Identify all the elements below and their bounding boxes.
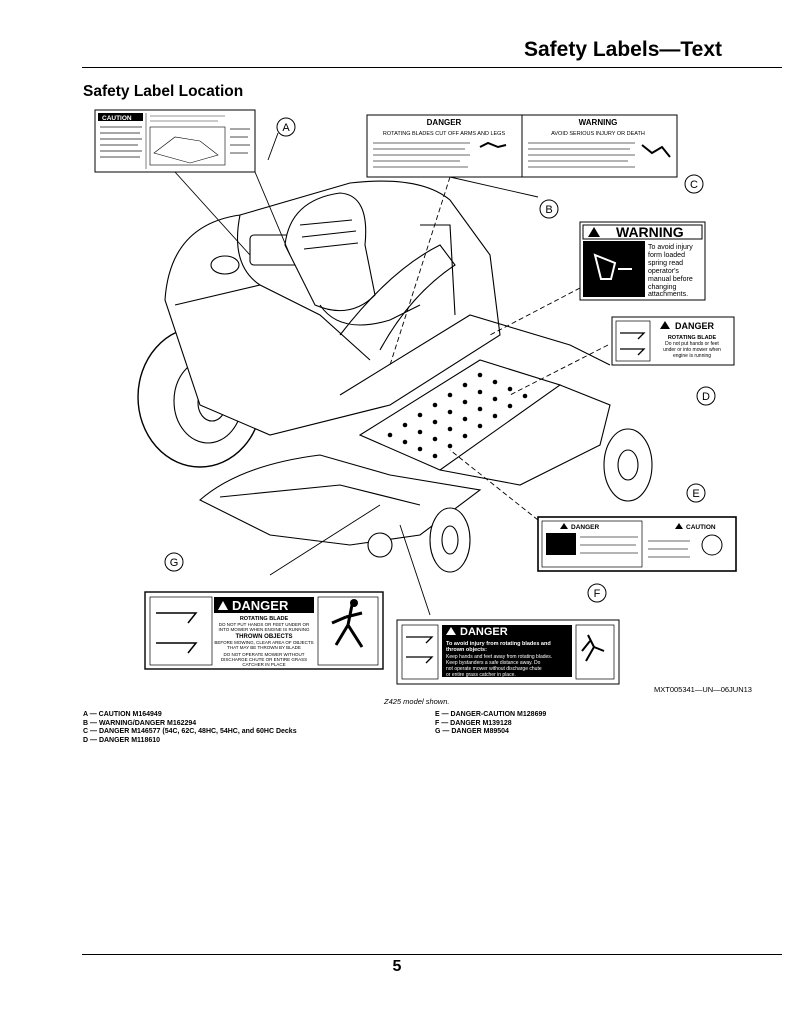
svg-text:thrown objects:: thrown objects: — [446, 647, 487, 653]
svg-text:AVOID SERIOUS INJURY OR DEATH: AVOID SERIOUS INJURY OR DEATH — [551, 131, 645, 137]
svg-text:Do not put hands or feet: Do not put hands or feet — [665, 341, 719, 347]
callout-f: F — [587, 583, 607, 603]
svg-text:changing: changing — [648, 284, 677, 291]
svg-text:F: F — [594, 588, 601, 600]
svg-text:DANGER: DANGER — [460, 626, 508, 638]
svg-text:DANGER: DANGER — [427, 118, 462, 127]
label-g-danger: DANGER ROTATING BLADE DO NOT PUT HANDS O… — [144, 591, 384, 670]
svg-text:under or into mower when: under or into mower when — [663, 347, 721, 353]
mower-illustration — [137, 180, 653, 573]
svg-text:DANGER: DANGER — [675, 321, 715, 331]
svg-text:Keep hands and feet away from: Keep hands and feet away from rotating b… — [446, 654, 552, 660]
label-c-warning: WARNING To avoid injury form loaded spri… — [579, 221, 706, 301]
svg-text:BEFORE MOWING, CLEAR AREA OF O: BEFORE MOWING, CLEAR AREA OF OBJECTS — [214, 640, 313, 645]
callout-g: G — [164, 552, 184, 572]
svg-text:DISCHARGE CHUTE OR ENTIRE GRAS: DISCHARGE CHUTE OR ENTIRE GRASS — [221, 657, 307, 662]
legend-item-b: B — WARNING/DANGER M162294 — [83, 719, 197, 727]
svg-text:DANGER: DANGER — [571, 524, 599, 531]
legend-left: A — CAUTION M164949 B — WARNING/DANGER M… — [83, 711, 297, 745]
svg-text:THROWN OBJECTS: THROWN OBJECTS — [236, 634, 293, 640]
svg-text:B: B — [545, 204, 552, 216]
label-f-danger: DANGER To avoid injury from rotating bla… — [396, 619, 620, 685]
label-a-caution: CAUTION — [94, 109, 256, 173]
callout-b: B — [539, 199, 559, 219]
page-title: Safety Labels—Text — [523, 38, 722, 61]
header-rule — [82, 67, 782, 68]
svg-text:WARNING: WARNING — [579, 118, 618, 127]
callout-d: D — [696, 386, 716, 406]
safety-label-diagram: A B C D E F G CAUTION DANGER ROTATING BL… — [94, 109, 737, 685]
svg-text:not operate mower without disc: not operate mower without discharge chut… — [446, 666, 542, 672]
svg-text:engine is running: engine is running — [673, 353, 711, 359]
legend-right: E — DANGER-CAUTION M128699 F — DANGER M1… — [435, 711, 546, 737]
svg-text:or entire grass catcher in pla: or entire grass catcher in place. — [446, 672, 516, 678]
figure-caption: Z425 model shown. — [384, 697, 450, 706]
page-number: 5 — [392, 958, 402, 975]
svg-text:CAUTION: CAUTION — [102, 115, 132, 122]
callout-e: E — [686, 483, 706, 503]
leader-lines — [174, 132, 609, 616]
svg-text:attachments.: attachments. — [648, 291, 688, 298]
svg-text:DANGER: DANGER — [232, 598, 289, 613]
svg-text:To avoid injury: To avoid injury — [648, 244, 693, 251]
callout-a: A — [276, 117, 296, 137]
svg-text:CAUTION: CAUTION — [686, 524, 716, 531]
legend-item-d: D — DANGER M118610 — [83, 736, 161, 744]
svg-text:A: A — [282, 122, 290, 134]
svg-text:G: G — [170, 557, 179, 569]
section-title: Safety Label Location — [83, 83, 244, 100]
label-b-warning-danger: DANGER ROTATING BLADES CUT OFF ARMS AND … — [366, 114, 678, 178]
legend-item-c: C — DANGER M146577 (54C, 62C, 48HC, 54HC… — [83, 728, 297, 736]
svg-text:DO NOT PUT HANDS OR FEET UNDER: DO NOT PUT HANDS OR FEET UNDER OR — [219, 622, 310, 627]
svg-text:E: E — [692, 488, 699, 500]
callout-c: C — [684, 174, 704, 194]
svg-text:INTO MOWER WHEN ENGINE IS RUNN: INTO MOWER WHEN ENGINE IS RUNNING — [219, 627, 310, 632]
svg-text:Keep bystanders a safe distanc: Keep bystanders a safe distance away. Do — [446, 660, 541, 666]
legend-item-e: E — DANGER-CAUTION M128699 — [435, 711, 547, 718]
legend-item-a: A — CAUTION M164949 — [83, 711, 162, 718]
svg-text:ROTATING BLADE: ROTATING BLADE — [668, 335, 717, 341]
label-e-danger-caution: DANGER CAUTION — [537, 516, 737, 572]
svg-text:THAT MAY BE THROWN BY BLADE: THAT MAY BE THROWN BY BLADE — [227, 645, 301, 650]
svg-text:manual before: manual before — [648, 276, 693, 283]
svg-text:ROTATING BLADE: ROTATING BLADE — [240, 616, 289, 622]
svg-text:spring read: spring read — [648, 260, 683, 267]
svg-text:ROTATING BLADES CUT OFF ARMS A: ROTATING BLADES CUT OFF ARMS AND LEGS — [383, 131, 506, 137]
svg-text:CATCHER IN PLACE: CATCHER IN PLACE — [242, 662, 285, 667]
svg-text:WARNING: WARNING — [616, 224, 684, 240]
svg-text:operator's: operator's — [648, 268, 679, 275]
footer-rule — [82, 954, 782, 955]
svg-text:form loaded: form loaded — [648, 252, 685, 259]
label-d-danger: DANGER ROTATING BLADE Do not put hands o… — [611, 316, 735, 366]
svg-text:To avoid injury from rotating: To avoid injury from rotating blades and — [446, 641, 551, 647]
svg-text:DO NOT OPERATE MOWER WITHOUT: DO NOT OPERATE MOWER WITHOUT — [223, 652, 304, 657]
svg-text:D: D — [702, 391, 710, 403]
legend-item-f: F — DANGER M139128 — [435, 719, 512, 727]
legend-item-g: G — DANGER M89504 — [435, 728, 509, 736]
svg-text:C: C — [690, 179, 698, 191]
figure-id: MXT005341—UN—06JUN13 — [654, 685, 752, 694]
